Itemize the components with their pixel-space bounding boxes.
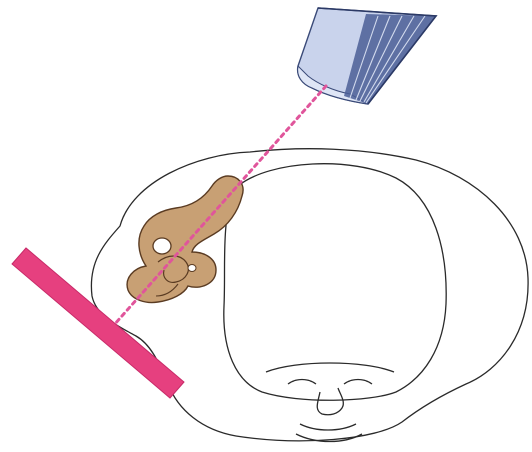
anatomy-canal-opening <box>153 238 171 254</box>
x-ray-tube-head <box>298 8 436 104</box>
anatomy-small-opening <box>188 265 196 272</box>
eye-right <box>344 380 372 385</box>
skull-inner-contour <box>224 164 446 401</box>
nose <box>317 388 343 415</box>
mouth <box>300 424 356 430</box>
brow-line <box>266 363 394 372</box>
eye-left <box>288 380 316 385</box>
